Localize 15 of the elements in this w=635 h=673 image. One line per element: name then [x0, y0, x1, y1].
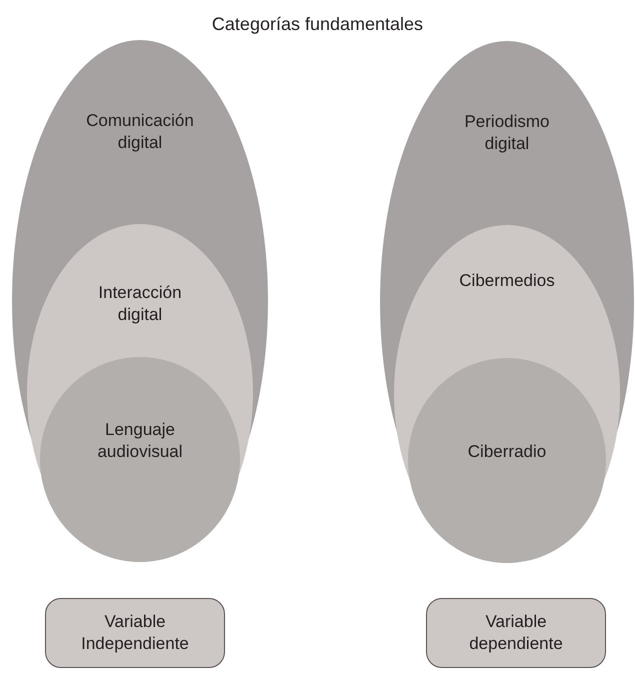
region-label: Cibermedios [458, 270, 556, 292]
ellipse-region [380, 41, 634, 563]
diagram-title: Categorías fundamentales [210, 14, 424, 35]
region-label: Ciberradio [466, 441, 548, 463]
ellipse-region [394, 225, 620, 563]
variable-box: Variable Independiente [45, 598, 225, 668]
region-label: Interacción digital [97, 282, 183, 326]
ellipse-region [27, 224, 253, 562]
region-label: Periodismo digital [463, 111, 551, 155]
ellipse-region [408, 358, 606, 563]
region-label: Lenguaje audiovisual [96, 419, 184, 463]
region-label: Comunicación digital [85, 110, 195, 154]
variable-box: Variable dependiente [426, 598, 606, 668]
ellipse-region [40, 357, 240, 562]
ellipse-region [12, 40, 268, 562]
